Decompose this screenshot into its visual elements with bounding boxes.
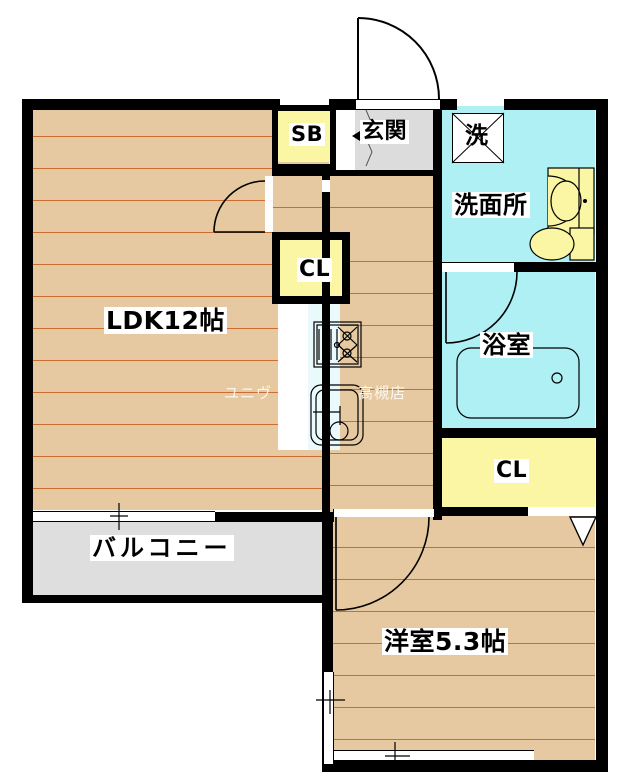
- wall-hall-left: [322, 176, 330, 521]
- wall-shoebox-frame: [272, 105, 334, 111]
- wall-shoebox-left: [272, 105, 278, 170]
- watermark-left: ユニヴ: [224, 384, 273, 402]
- wall-kitchen-cl-left: [272, 232, 280, 304]
- wall-top-ldk: [22, 99, 280, 110]
- window-bedroom-bottom: [334, 750, 534, 761]
- label-washer-space: 洗: [465, 123, 489, 149]
- label-balcony: バルコニー: [90, 534, 234, 562]
- door-hall-bedroom-gap: [322, 180, 330, 192]
- door-entrance-threshold: [356, 99, 440, 110]
- wall-entrance-bottom: [272, 170, 440, 176]
- door-bedroom-opening: [334, 509, 434, 517]
- label-bedroom-closet: CL: [494, 458, 530, 483]
- room-corridor-floor: [272, 176, 439, 232]
- wall-ldk-bottom: [214, 512, 334, 522]
- wall-bedroom-cl-left: [433, 428, 442, 516]
- wall-left-outer: [22, 99, 33, 603]
- label-bedroom: 洋室5.3帖: [382, 627, 509, 656]
- wall-balcony-left: [22, 512, 33, 603]
- label-ldk: LDK12帖: [104, 306, 227, 335]
- wall-bedroom-bottom: [322, 760, 608, 772]
- wall-hall-right: [433, 230, 442, 520]
- wall-balcony-bottom: [22, 595, 333, 603]
- wall-shoebox-bottom: [272, 164, 334, 170]
- wall-shoebox-right: [330, 105, 336, 170]
- label-kitchen-closet: CL: [297, 257, 333, 282]
- door-ldk-opening: [265, 176, 273, 232]
- wall-kitchen-cl-bottom: [272, 296, 350, 304]
- wall-bedroom-cl-bottom: [433, 507, 528, 516]
- label-washroom: 洗面所: [452, 191, 530, 219]
- wall-top-entrance-left: [329, 99, 356, 110]
- wall-bedroom-cl-top: [433, 428, 608, 438]
- kitchen-counter-left: [278, 300, 308, 450]
- wall-right-outer: [596, 99, 608, 289]
- wall-washroom-bath: [433, 262, 608, 272]
- wall-entrance-washroom: [433, 99, 442, 269]
- label-entrance: 玄関: [360, 119, 410, 144]
- label-bath: 浴室: [480, 331, 533, 359]
- wall-kitchen-cl-frame: [272, 232, 350, 240]
- wall-top-entrance-right: [439, 99, 457, 110]
- label-shoebox: SB: [289, 122, 326, 146]
- entrance-door-swing-icon: [357, 17, 440, 100]
- door-washroom-opening: [442, 263, 514, 272]
- wall-right-outer-2: [596, 289, 608, 769]
- window-balcony-sliding: [33, 511, 215, 522]
- wall-bedroom-left: [322, 512, 333, 772]
- window-bedroom-left: [323, 672, 334, 764]
- watermark-right: 高槻店: [358, 384, 407, 402]
- wall-top-washroom: [504, 99, 608, 110]
- wall-kitchen-cl-right: [342, 232, 350, 304]
- closet-bedroom-door-opening: [528, 507, 596, 516]
